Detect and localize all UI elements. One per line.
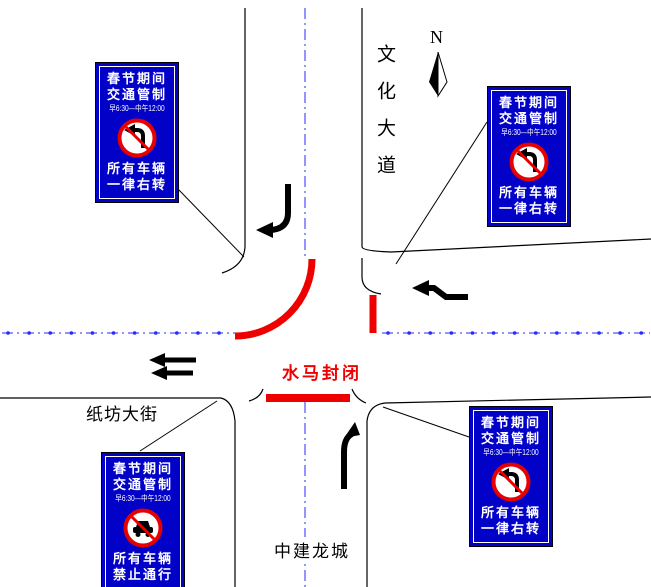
road-label-zhongjian-longcheng: 中建龙城 [272,537,352,562]
leader-line-bottom-left-sign [139,400,218,452]
sign-time-range: 早6:30—中午12:00 [501,128,557,137]
sign-time-range: 早6:30—中午12:00 [483,448,539,457]
sign-top-left: 春节期间 交通管制 早6:30—中午12:00 所有车辆 一律右转 [95,62,179,203]
sign-bottom-left: 春节期间 交通管制 早6:30—中午12:00 所有车辆 禁止通行 [101,452,185,587]
sign-title-line2: 交通管制 [106,87,167,102]
flow-arrows [149,184,468,489]
road-label-wenhua-avenue: 文化大道 [374,44,395,192]
flow-arrow-east-approach [412,280,468,300]
flow-arrow-south-approach [341,422,360,489]
road-edges [0,8,651,587]
sign-title-line2: 交通管制 [112,477,173,492]
no-left-turn-icon [101,117,173,159]
sign-title-line2: 交通管制 [498,111,559,126]
sign-title-line1: 春节期间 [106,71,167,86]
sign-panel: 春节期间 交通管制 早6:30—中午12:00 所有车辆 禁止通行 [105,456,181,587]
water-barrier-closure-label: 水马封闭 [282,364,362,383]
leader-line-top-right-sign [395,121,488,265]
sign-time-range: 早6:30—中午12:00 [115,494,171,503]
sign-title-line1: 春节期间 [498,95,559,110]
sign-body-line1: 所有车辆 [480,505,541,520]
flow-arrow-west-lower [151,366,193,380]
sign-body-line2: 禁止通行 [112,567,173,582]
sign-body-line1: 所有车辆 [498,185,559,200]
flow-arrow-north-approach [256,184,291,238]
sign-body-line2: 一律右转 [498,201,559,216]
compass-needle [429,51,448,98]
leader-line-top-left-sign [177,188,245,258]
sign-top-right: 春节期间 交通管制 早6:30—中午12:00 所有车辆 一律右转 [487,86,571,227]
sign-panel: 春节期间 交通管制 早6:30—中午12:00 所有车辆 一律右转 [99,66,175,199]
sign-bottom-right: 春节期间 交通管制 早6:30—中午12:00 所有车辆 一律右转 [469,406,553,547]
no-left-turn-icon [475,461,547,503]
sign-body-line2: 一律右转 [480,521,541,536]
no-left-turn-icon [493,141,565,183]
sign-panel: 春节期间 交通管制 早6:30—中午12:00 所有车辆 一律右转 [491,90,567,223]
no-vehicles-icon [107,507,179,549]
closure-arc-barrier [234,258,316,340]
road-label-zhifang-street: 纸坊大街 [86,405,158,424]
sign-title-line1: 春节期间 [480,415,541,430]
flow-arrow-west-upper [149,353,196,367]
sign-time-range: 早6:30—中午12:00 [109,104,165,113]
sign-body-line2: 一律右转 [106,177,167,192]
sign-title-line2: 交通管制 [480,431,541,446]
sign-body-line1: 所有车辆 [112,551,173,566]
sign-body-line1: 所有车辆 [106,161,167,176]
sign-title-line1: 春节期间 [112,461,173,476]
compass-north-label: N [430,27,443,47]
leader-lines [139,121,488,452]
leader-line-bottom-right-sign [382,406,470,438]
sign-panel: 春节期间 交通管制 早6:30—中午12:00 所有车辆 一律右转 [473,410,549,543]
